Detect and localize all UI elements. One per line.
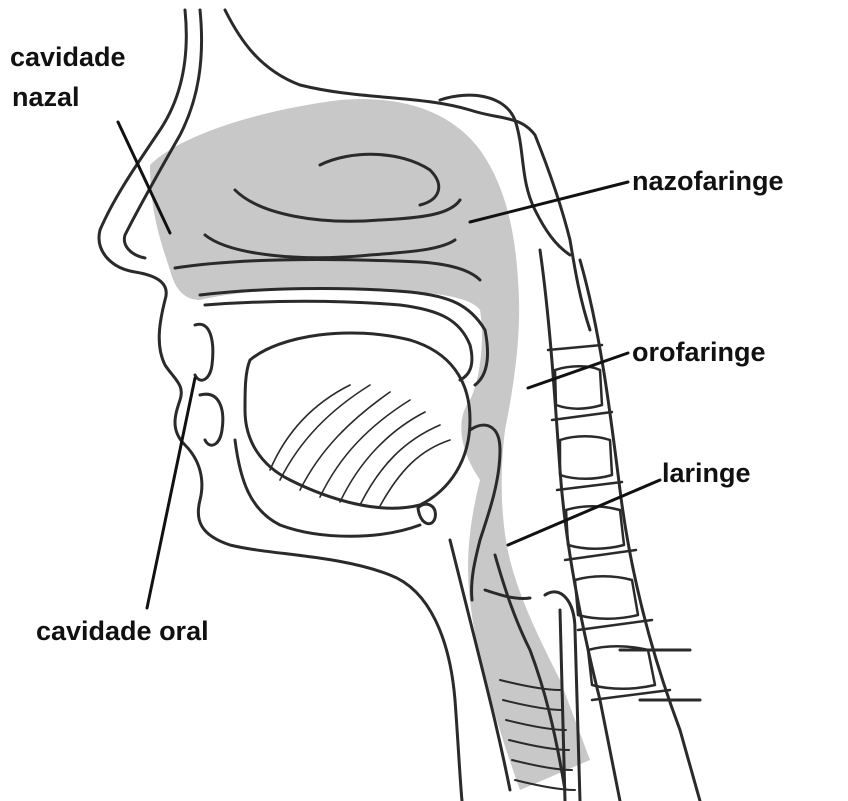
- leader-oral: [147, 378, 195, 608]
- tongue-fibers: [270, 385, 450, 506]
- label-oropharynx: orofaringe: [632, 339, 766, 366]
- label-nasal-cavity-line2: nazal: [12, 84, 80, 111]
- palate-lower: [205, 301, 472, 380]
- label-nasopharynx: nazofaringe: [632, 168, 784, 195]
- label-nasal-cavity-line1: cavidade: [10, 44, 126, 71]
- jaw: [235, 440, 420, 536]
- label-larynx: laringe: [662, 460, 751, 487]
- upper-lip: [195, 324, 213, 380]
- vertebra-bodies: [555, 366, 655, 689]
- tongue: [245, 333, 470, 508]
- hyoid: [418, 504, 435, 524]
- leader-larynx: [508, 480, 660, 545]
- label-oral-cavity: cavidade oral: [36, 618, 209, 645]
- lower-lip: [200, 394, 223, 445]
- leader-oropharynx: [528, 353, 628, 388]
